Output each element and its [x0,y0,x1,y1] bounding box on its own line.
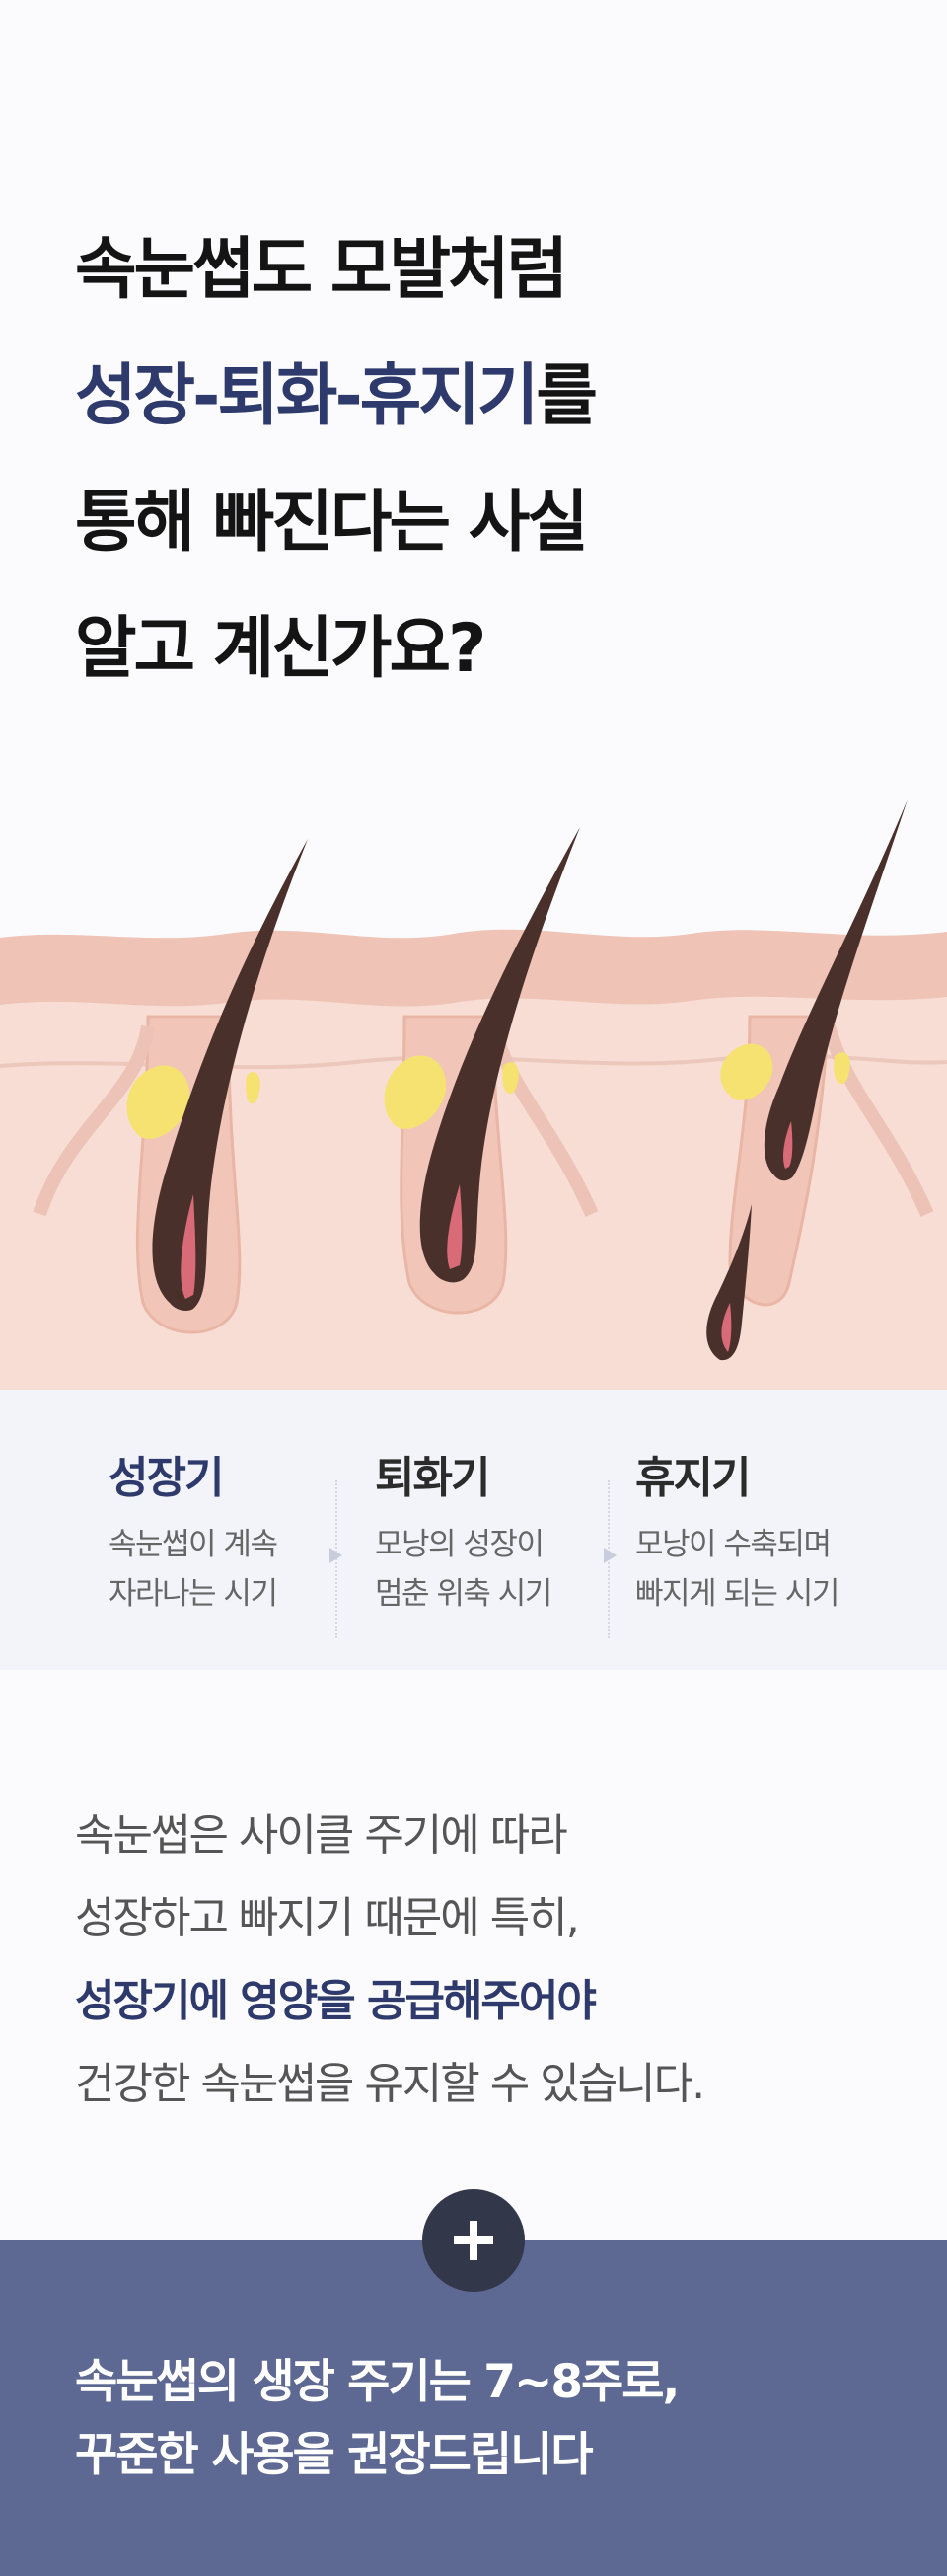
plus-icon [422,2189,525,2292]
footer-line-1: 속눈썹의 생장 주기는 7~8주로, [75,2355,680,2409]
arrow-right-icon [604,1548,617,1563]
headline-accent: 성장-퇴화-휴지기 [75,357,539,435]
body-line-1: 속눈썹은 사이클 주기에 따라 [75,1810,568,1860]
stage-name: 휴지기 [635,1453,751,1503]
stage-description-line: 모낭의 성장이 [375,1527,545,1562]
stage-description: 모낭의 성장이 멈춘 위축 시기 [375,1520,612,1619]
stage-anagen: 성장기 속눈썹이 계속 자라나는 시기 [109,1449,345,1619]
headline-line-1: 속눈썹도 모발처럼 [75,231,568,309]
body-copy: 속눈썹은 사이클 주기에 따라 성장하고 빠지기 때문에 특히, 성장기에 영양… [75,1794,904,2126]
hair-cycle-illustration [0,770,947,1390]
stage-description: 모낭이 수축되며 빠지게 되는 시기 [635,1520,872,1619]
body-line-4: 건강한 속눈썹을 유지할 수 있습니다. [75,2059,705,2109]
stage-catagen: 퇴화기 모낭의 성장이 멈춘 위축 시기 [375,1449,612,1619]
stage-description-line: 빠지게 되는 시기 [635,1576,839,1612]
follicle-telogen [706,799,934,1361]
follicle-catagen [384,827,599,1315]
stage-name: 성장기 [109,1453,224,1503]
body-line-3-emphasis: 성장기에 영양을 공급해주어야 [75,1976,597,2026]
body-line-2: 성장하고 빠지기 때문에 특히, [75,1893,580,1943]
arrow-right-icon [329,1548,342,1563]
headline-line-2: 성장-퇴화-휴지기를 [75,334,884,460]
stage-description-line: 속눈썹이 계속 [109,1527,278,1562]
stage-telogen: 휴지기 모낭이 수축되며 빠지게 되는 시기 [635,1449,872,1619]
footer-line-2: 꾸준한 사용을 권장드립니다 [75,2428,594,2482]
stage-name: 퇴화기 [375,1453,490,1503]
headline: 속눈썹도 모발처럼 성장-퇴화-휴지기를 통해 빠진다는 사실 알고 계신가요? [75,207,884,713]
follicle-anagen [33,839,308,1334]
hair-cycle-stages: 성장기 속눈썹이 계속 자라나는 시기 퇴화기 모낭의 성장이 멈춘 위축 시기… [0,1390,947,1670]
footer-banner: 속눈썹의 생장 주기는 7~8주로, 꾸준한 사용을 권장드립니다 [0,2240,947,2576]
headline-line-3: 통해 빠진다는 사실 [75,484,589,562]
headline-line-4: 알고 계신가요? [75,610,486,688]
stage-description: 속눈썹이 계속 자라나는 시기 [109,1520,345,1619]
stage-description-line: 멈춘 위축 시기 [375,1576,552,1612]
stage-description-line: 모낭이 수축되며 [635,1527,832,1562]
stage-description-line: 자라나는 시기 [109,1576,278,1612]
headline-line-2-rest: 를 [536,357,598,435]
